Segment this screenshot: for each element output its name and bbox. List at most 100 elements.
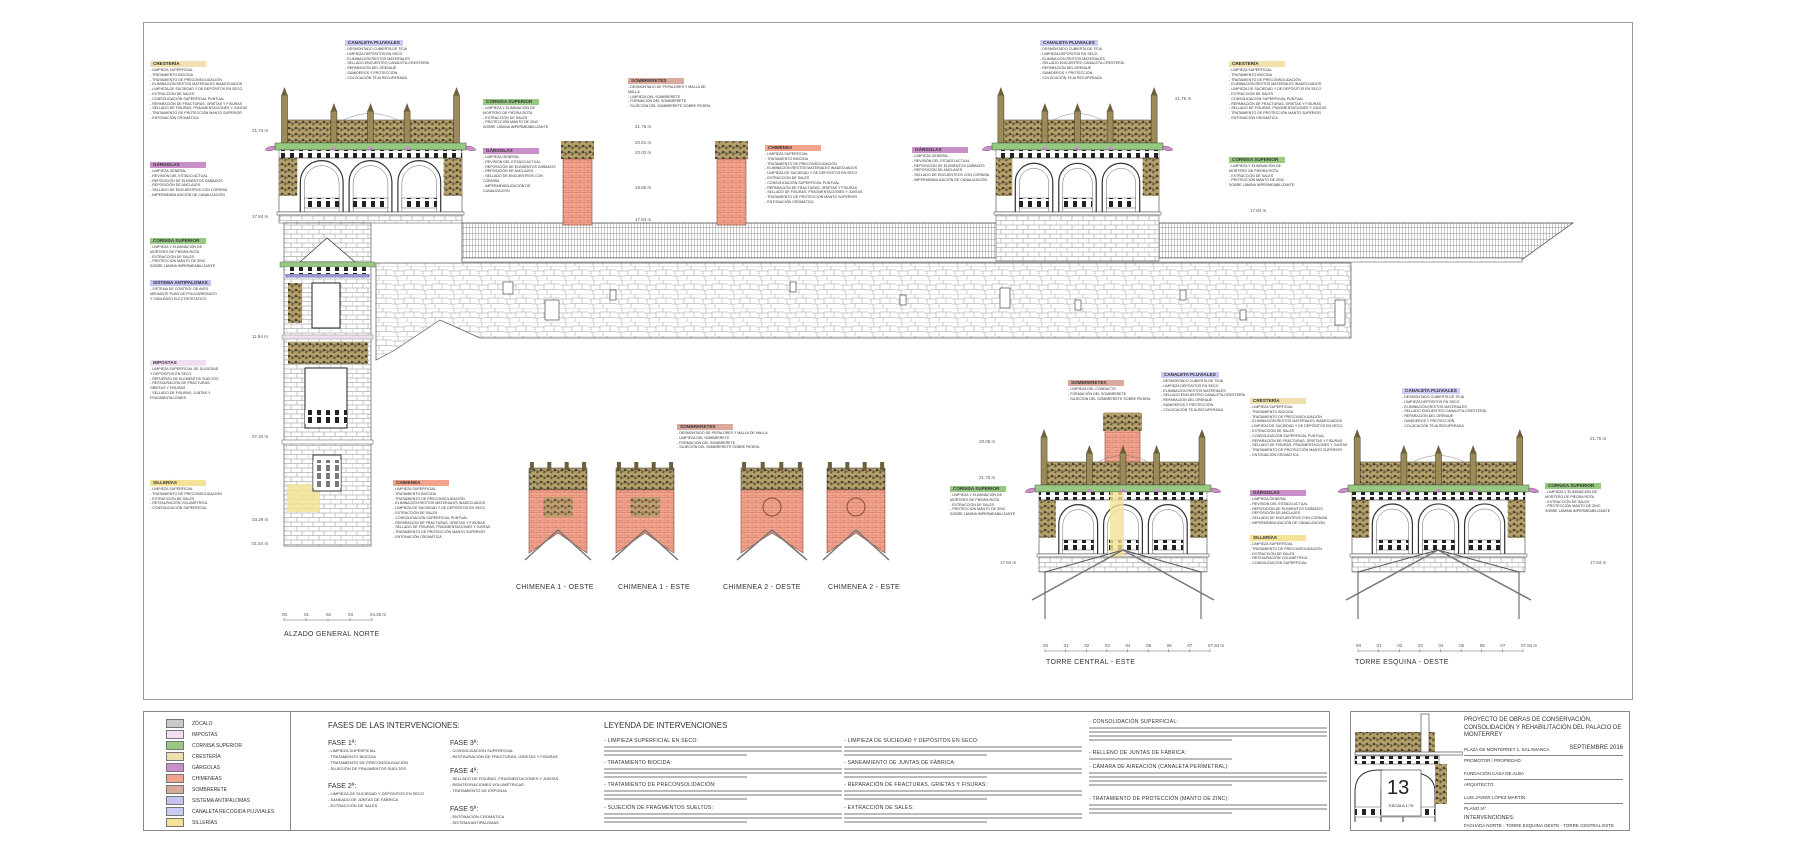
annotation-item: - LIMPIEZA SUPERFICIAL DE SUCIEDAD — [150, 367, 219, 371]
annotation-item: - REPOSICIÓN DE ANCLAJES — [912, 168, 963, 173]
torre-central-roof — [1031, 549, 1215, 601]
annotation-title: GÁRGOLAS — [912, 147, 968, 153]
illegible-description-line — [1089, 812, 1232, 814]
annotation-item: - LIMPIEZA DEPÓSITOS EN SECO — [1040, 51, 1098, 56]
scale-bar-torre-central-label: 03 — [1104, 643, 1110, 648]
right-tower-balustrade — [1106, 197, 1136, 209]
annotation-item: - FORMACIÓN DEL SOMBRERETE — [677, 440, 736, 445]
palace-thumbnail-image — [1354, 713, 1463, 822]
level-marker: 21.75 m — [979, 475, 996, 480]
torre-esquina-balustrade — [1376, 539, 1409, 551]
annotation-item: - IMPERMEABILIZACIÓN DE CANALIZACIÓN — [150, 192, 225, 197]
torre-central-pinnacle-tip — [1153, 445, 1160, 453]
intervention-heading: - CONSOLIDACIÓN SUPERFICIAL: — [1089, 719, 1179, 725]
annotation-title: CORNISA SUPERIOR — [150, 238, 206, 244]
interventions-title: LEYENDA DE INTERVENCIONES — [604, 721, 728, 730]
phase-item: - SISTEMA ANTIPALOMAS — [450, 820, 499, 825]
left-tower-pinnacle-tip — [330, 103, 337, 111]
left-tower-balustrade — [401, 197, 437, 209]
annotation-item: - SELLADO DE FISURAS, JUNTAS Y — [150, 390, 211, 395]
scale-bar-torre-esquina-label: 05 — [1459, 643, 1465, 648]
level-marker: 17.84 m — [252, 214, 269, 219]
annotation-item: - SELLADO ENCUENTRO CANALETA-CRESTERÍA — [345, 61, 430, 66]
annotation-title: CANALETA PLUVIALES — [1402, 388, 1460, 394]
chimney-pinnacle — [669, 462, 674, 470]
annotation-title: GÁRGOLAS — [483, 148, 539, 154]
annotation-cresteria: CRESTERÍA- LIMPIEZA SUPERFICIAL- TRATAMI… — [150, 61, 248, 121]
balcony-window — [311, 282, 341, 329]
annotation-item: - LIMPIEZA SUPERFICIAL — [393, 487, 436, 491]
annotation-title: SILLERÍAS — [1250, 535, 1306, 541]
annotation-item: - IMPERMEABILIZACIÓN DE CANALIZACIÓN — [483, 183, 531, 193]
scale-bar-torre-esquina-label: 07 — [1500, 643, 1506, 648]
torre-central-pinnacle-tip — [1041, 429, 1048, 437]
annotation-item: - DESMONTADO DE PEPALDRES Y MALLA DE MAL… — [677, 431, 768, 435]
phase-block: FASE 5ª:- ENTONACIÓN CROMÁTICA- SISTEMA … — [450, 805, 504, 826]
annotation-item: - SELLADO DE FISURAS, FRAGMENTACIONES Y … — [393, 525, 491, 530]
annotation-item: - LIMPIEZA SUPERFICIAL — [1250, 542, 1293, 546]
annotation-item: SOBRE LÁMINA IMPERMEABILIZANTE — [1545, 509, 1611, 514]
illegible-description-line — [604, 746, 842, 748]
right-tower-arch-inner — [1105, 168, 1136, 212]
illegible-description-line — [1089, 804, 1327, 806]
annotation-item: - IMPERMEABILIZACIÓN DE CANALIZACIÓN — [912, 177, 987, 182]
annotation-item: - DESMONTADO CUBIERTA DE TEJA — [345, 47, 408, 51]
annotation-canaleta: CANALETA PLUVIALES- DESMONTADO CUBIERTA … — [1402, 388, 1502, 429]
annotation-item: - LIMPIEZA DEPÓSITOS EN SECO — [1402, 399, 1460, 404]
swatch-label: IMPOSTAS — [192, 731, 218, 738]
annotation-item: - PROTECCIÓN MANTO DE ZINC — [1545, 504, 1601, 509]
arquitecto-row: ARQUITECTO: LUIS JAVIER LÓPEZ MARTÍN — [1464, 779, 1623, 804]
torre-central-arch-inner — [1062, 509, 1094, 554]
wall-window — [1334, 299, 1346, 326]
annotation-item: - TRATAMIENTO DE PROTECCIÓN MANTO SUPERI… — [1229, 111, 1321, 116]
intervention-item: - CONSOLIDACIÓN SUPERFICIAL: — [1089, 719, 1327, 741]
annotation-item: - LIMPIEZA DE SUCIEDAD Y DE DEPÓSITOS EN… — [150, 87, 243, 92]
chimney-1-crown — [561, 141, 594, 159]
annotation-item: - EXTRACCIÓN DE SALES — [150, 91, 195, 96]
illegible-description-line — [604, 813, 842, 815]
chimney-pinnacle — [760, 462, 765, 470]
phase-block: FASE 3ª:- CONSOLIDACIÓN SUPERFICIAL- RES… — [450, 739, 558, 760]
annotation-item: - SUMIDEROS Y PROTECCIÓN — [1161, 402, 1214, 407]
illegible-description-line — [1089, 776, 1327, 778]
phase-item: - RESTAURACIÓN DE FRACTURAS, GRIETAS Y F… — [450, 754, 558, 759]
torre-central-pinnacle-tip — [1198, 429, 1205, 437]
scale-bar-alzado-label: 00 — [282, 612, 288, 617]
illegible-description-line — [844, 790, 1082, 792]
annotation-item: - REVISIÓN DEL ESTADO ACTUAL — [483, 159, 541, 164]
annotation-item: SOBRE LÁMINA IMPERMEABILIZANTE — [483, 125, 549, 130]
annotation-item: MORTERO DE PIEDRA ROTA — [1545, 494, 1595, 499]
annotation-item: - CONSOLIDACIÓN SUPERFICIAL PUNTUAL — [393, 515, 468, 520]
level-marker: 21.75 m — [1175, 96, 1192, 101]
illegible-description-line — [1089, 731, 1327, 733]
annotation-item: - CONSOLIDACIÓN SUPERFICIAL PUNTUAL — [1250, 433, 1325, 438]
arquitecto-label: ARQUITECTO: — [1464, 782, 1495, 787]
annotation-item: - ENTONACIÓN CROMÁTICA — [1229, 115, 1278, 120]
annotation-item: - ELIMINACIÓN RESTOS MATERIALES — [1402, 404, 1467, 409]
torre-central-arch — [1058, 504, 1099, 554]
annotation-item: SOBRE LÁMINA IMPERMEABILIZANTE — [1229, 183, 1295, 188]
torre-esquina-base — [1351, 556, 1526, 573]
illegible-description-line — [844, 772, 1082, 774]
annotation-title: CHIMENEA — [393, 480, 449, 486]
caption-chimenea1-este: CHIMENEA 1 - ESTE — [618, 584, 691, 591]
annotation-title: CORNISA SUPERIOR — [483, 99, 539, 105]
level-marker: 17.84 m — [1590, 560, 1607, 565]
intervention-item: - TRATAMIENTO DE PRECONSOLIDACIÓN: — [604, 782, 842, 800]
scale-bar-torre-central-label: 01 — [1063, 643, 1069, 648]
promotor-label: PROMOTOR / PROPIEDAD: — [1464, 758, 1522, 763]
intervention-heading: - LIMPIEZA SUPERFICIAL EN SECO: — [604, 738, 699, 744]
intervention-heading: - EXTRACCIÓN DE SALES: — [844, 805, 914, 811]
torre-central-pinnacle-tip — [1086, 445, 1093, 453]
annotation-item: - ELIMINACIÓN RESTOS MATERIALES INADECUA… — [1229, 82, 1322, 87]
window-relief — [288, 283, 302, 323]
annotation-item: - CONSOLIDACIÓN SUPERFICIAL PUNTUAL — [150, 96, 225, 101]
annotation-sombreretes: SOMBRERETES- DESMONTADO DE PEPALDRES Y M… — [628, 78, 712, 109]
illegible-description-line — [604, 794, 842, 796]
annotation-item: - CONSOLIDACIÓN SUPERFICIAL PUNTUAL — [765, 180, 840, 185]
chimney-medallion — [846, 497, 866, 517]
annotation-item: - LIMPIEZA SUPERFICIAL — [765, 152, 808, 156]
annotation-item: - LIMPIEZA GENERAL — [483, 155, 520, 159]
chimney-pinnacle — [547, 462, 552, 470]
